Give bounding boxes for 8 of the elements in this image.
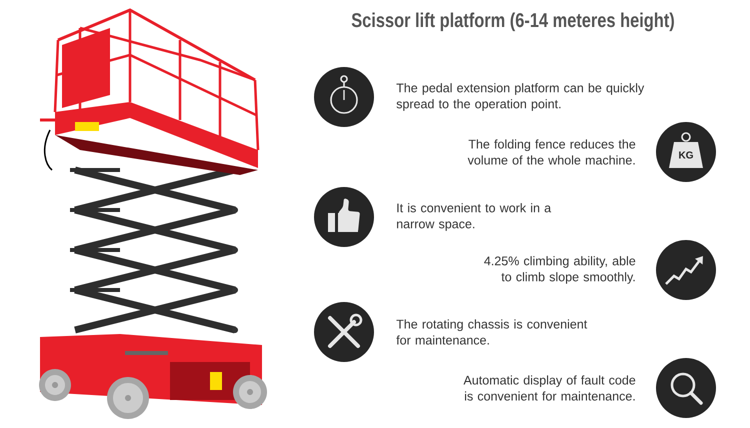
- feature-text: The rotating chassis is convenient for maintenance.: [396, 319, 588, 345]
- title: Scissor lift platform (6-14 meteres height): [352, 12, 674, 32]
- feature-text: Automatic display of fault code is convenient for maintenance.: [464, 375, 636, 401]
- feature-text: The folding fence reduces the volume of the whole machine.: [468, 139, 636, 165]
- feature-text: It is convenient to work in a narrow space.: [397, 203, 552, 231]
- feature-text: 4.25% climbing ability, able to climb slope smoothly.: [484, 256, 636, 284]
- weight-label: KG: [679, 151, 693, 159]
- feature-text: The pedal extension platform can be quickly spread to the operation point.: [396, 83, 644, 111]
